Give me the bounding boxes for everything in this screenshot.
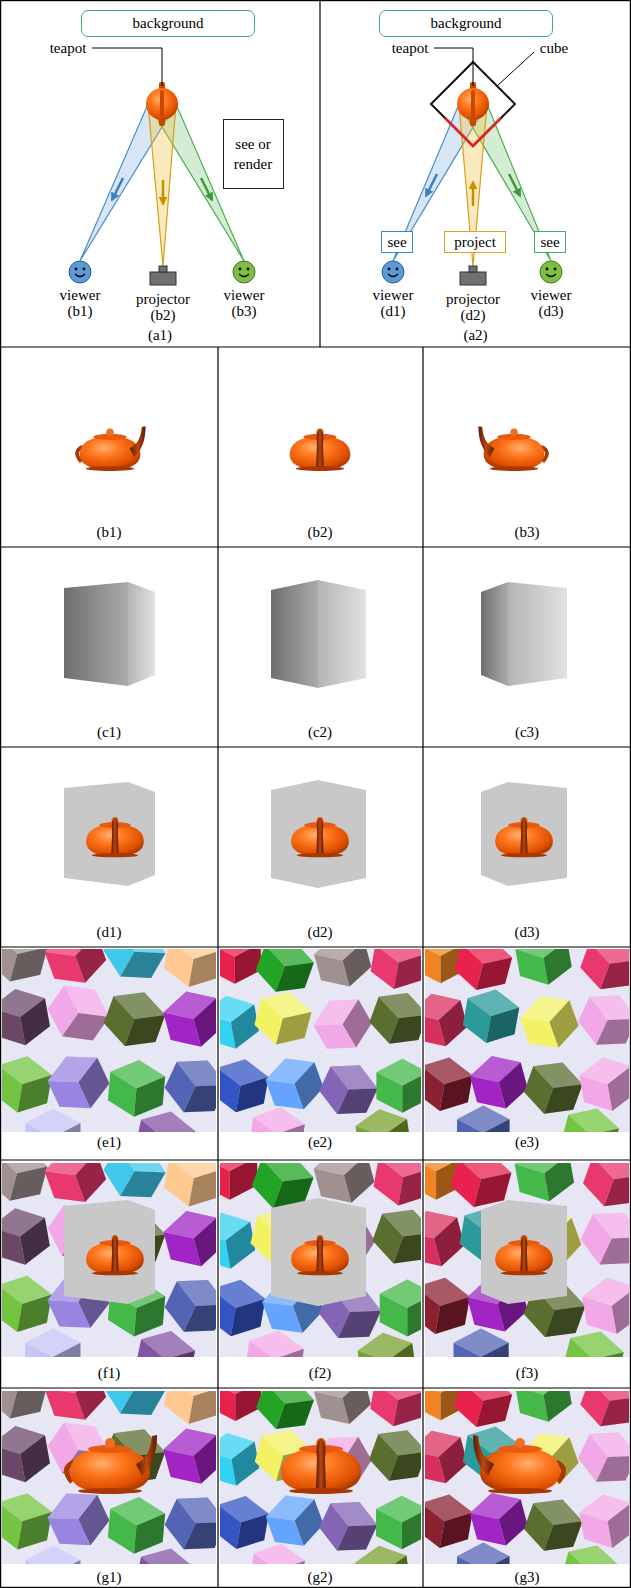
see-box: see: [381, 231, 413, 253]
background-renders: [0, 913, 631, 1588]
callout-label: (b3): [232, 303, 257, 320]
background-box: background: [81, 10, 255, 37]
callout-label: (d2): [461, 307, 486, 324]
panel-label: (c3): [515, 724, 539, 741]
callout-label: (b2): [151, 307, 176, 324]
panel-label: (c1): [97, 724, 121, 741]
box-text: project: [454, 233, 496, 251]
panel-label: (f2): [309, 1365, 332, 1382]
box-text: background: [431, 14, 502, 32]
panel-label: (b2): [308, 524, 333, 541]
box-text: see or render: [234, 134, 272, 174]
panel-label: (e3): [515, 1134, 539, 1151]
panel-label: (g1): [97, 1569, 122, 1586]
see-box: see: [534, 231, 566, 253]
box-text: see: [387, 233, 406, 251]
background-box: background: [379, 10, 553, 37]
cube-renders: [64, 580, 567, 688]
box-text: see: [540, 233, 559, 251]
callout-label: viewer: [531, 287, 572, 304]
panel-label: (e1): [97, 1134, 121, 1151]
panel-label: (c2): [308, 724, 332, 741]
panel-label: (f1): [98, 1365, 121, 1382]
callout-label: projector: [446, 291, 500, 308]
panel-label: (d1): [97, 924, 122, 941]
projection-renders: [64, 780, 567, 1306]
panel-label: (a2): [463, 327, 487, 344]
panel-label: (g2): [308, 1569, 333, 1586]
panel-label: (e2): [308, 1134, 332, 1151]
panel-label: (f3): [516, 1365, 539, 1382]
panel-label: (a1): [148, 327, 172, 344]
note-box: see or render: [223, 119, 284, 189]
callout-label: (b1): [68, 303, 93, 320]
callout-label: (d3): [539, 303, 564, 320]
panel-label: (d3): [515, 924, 540, 941]
callout-label: (d1): [381, 303, 406, 320]
callout-label: viewer: [224, 287, 265, 304]
panel-label: (d2): [308, 924, 333, 941]
teapot-renders: [77, 426, 547, 471]
callout-label: viewer: [373, 287, 414, 304]
box-text: background: [133, 14, 204, 32]
callout-label: teapot: [50, 40, 87, 57]
callout-label: projector: [136, 291, 190, 308]
project-box: project: [444, 231, 506, 253]
panel-label: (g3): [515, 1569, 540, 1586]
panel-label: (b1): [97, 524, 122, 541]
panel-label: (b3): [515, 524, 540, 541]
composited-teapots: [66, 1435, 563, 1494]
callout-label: viewer: [60, 287, 101, 304]
callout-label: cube: [540, 40, 568, 57]
callout-label: teapot: [392, 40, 429, 57]
